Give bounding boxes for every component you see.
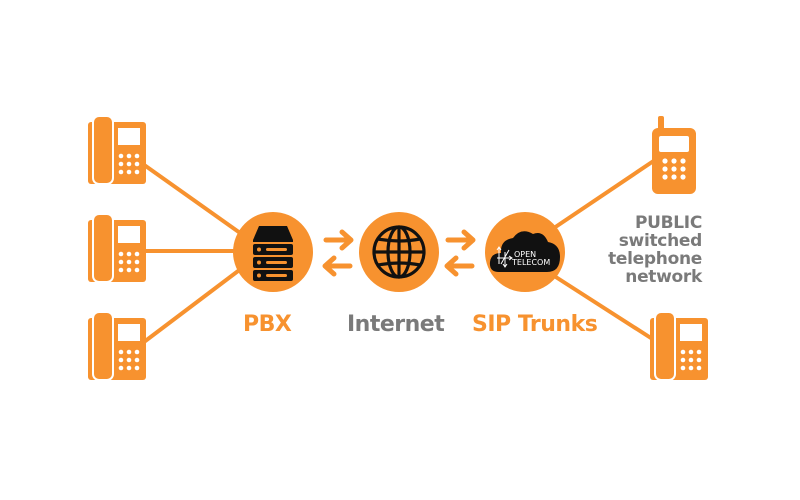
pbx-label: PBX xyxy=(243,312,292,337)
arrows-logo-icon xyxy=(496,246,513,268)
internet-label: Internet xyxy=(347,312,445,337)
pbx-node xyxy=(233,212,313,292)
pstn-line: network xyxy=(625,267,702,287)
pstn-line: switched xyxy=(618,231,703,251)
mobile-phone-icon xyxy=(652,116,696,194)
desk-phone-icon xyxy=(650,312,708,381)
pstn-label: PUBLIC switched telephone network xyxy=(608,214,702,286)
sip-trunks-node: OPEN TELECOM xyxy=(485,212,565,292)
desk-phone-icon xyxy=(88,116,146,185)
arrow-internet-to-pbx xyxy=(322,255,353,277)
arrow-internet-to-sip xyxy=(445,229,476,251)
link-sip-deskphone xyxy=(546,270,656,342)
arrow-pbx-to-internet xyxy=(323,229,354,251)
arrow-sip-to-internet xyxy=(444,255,475,277)
desk-phone-icon xyxy=(88,214,146,283)
link-sip-mobile xyxy=(546,158,657,234)
link-phone3-pbx xyxy=(138,260,252,347)
server-icon xyxy=(253,226,293,281)
cloud-icon: OPEN TELECOM xyxy=(489,231,560,272)
logo-text-telecom: TELECOM xyxy=(511,258,550,267)
desk-phone-icon xyxy=(88,312,146,381)
link-phone1-pbx xyxy=(138,160,252,242)
globe-icon xyxy=(372,225,426,279)
sip-trunks-label: SIP Trunks xyxy=(472,312,598,337)
internet-node xyxy=(359,212,439,292)
pstn-line: telephone xyxy=(608,249,702,269)
logo-text-open: OPEN xyxy=(514,250,536,259)
pstn-line: PUBLIC xyxy=(634,213,702,233)
